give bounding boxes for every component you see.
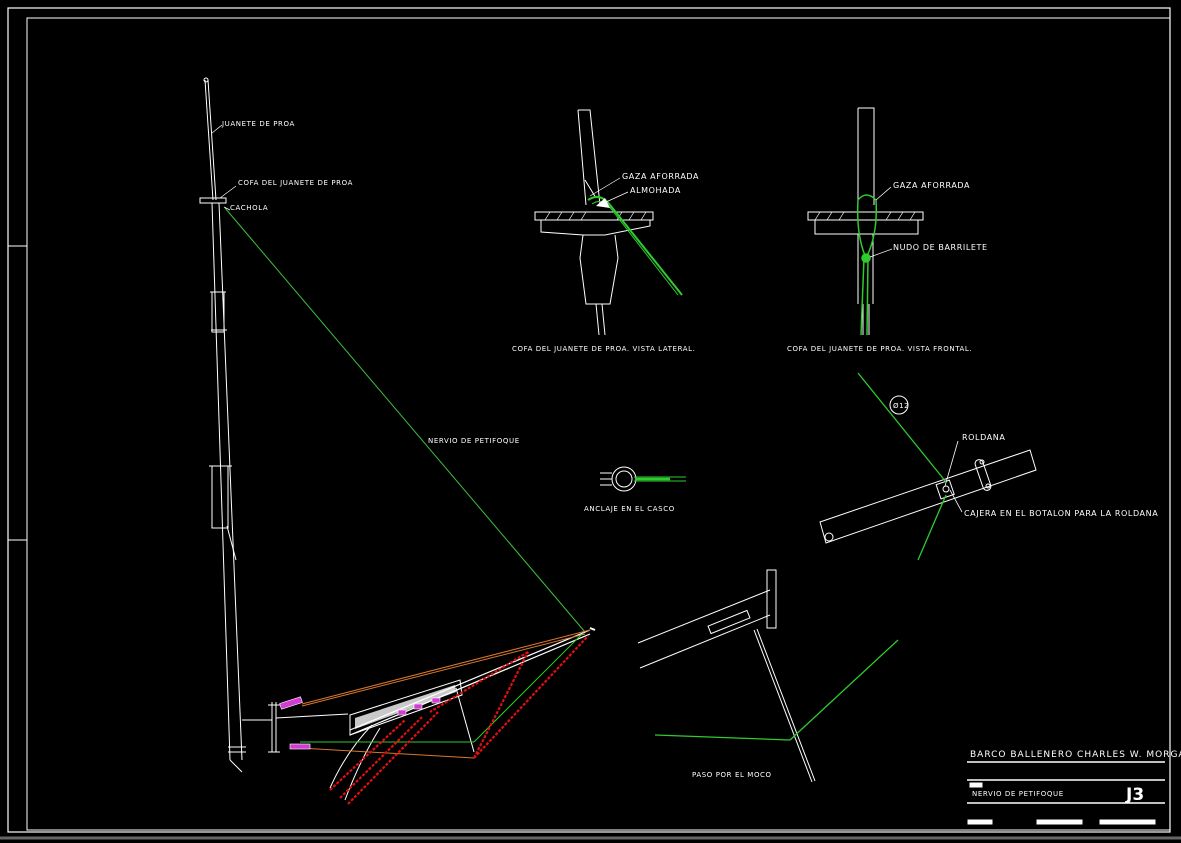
paso-moco-detail	[637, 569, 816, 783]
red-stays	[329, 635, 589, 805]
lateral-hatch	[544, 211, 647, 221]
almohada-label: ALMOHADA	[630, 186, 681, 195]
tackle-blocks	[279, 696, 441, 750]
size-mark-circle	[889, 395, 909, 415]
anclaje-caption: ANCLAJE EN EL CASCO	[584, 505, 675, 513]
paso-moco-rope	[654, 639, 899, 741]
bowsprit-drawing	[329, 627, 596, 801]
size-mark-label: Ø12	[893, 402, 909, 410]
cofa-lateral-view	[534, 109, 654, 336]
juanete-label: JUANETE DE PROA	[221, 120, 295, 128]
roldana-rope	[857, 372, 947, 561]
nervio-label: NERVIO DE PETIFOQUE	[428, 437, 520, 445]
anclaje-detail	[600, 466, 637, 492]
roldana-label: ROLDANA	[962, 433, 1005, 442]
cachola-label: CACHOLA	[230, 204, 268, 212]
mast-drawing	[199, 77, 349, 773]
nervio-stay-line	[224, 207, 586, 633]
vista-lateral-caption: COFA DEL JUANETE DE PROA. VISTA LATERAL.	[512, 345, 695, 353]
cajera-label: CAJERA EN EL BOTALON PARA LA ROLDANA	[964, 509, 1158, 518]
drawing-title: NERVIO DE PETIFOQUE	[972, 790, 1064, 798]
sheet-number: J3	[1125, 785, 1144, 805]
nudo-barrilete-label: NUDO DE BARRILETE	[893, 243, 988, 252]
anclaje-rope	[634, 476, 686, 482]
frontal-rope	[856, 194, 878, 336]
paso-moco-caption: PASO POR EL MOCO	[692, 771, 772, 779]
cofa-juanete-label: COFA DEL JUANETE DE PROA	[238, 179, 353, 187]
roldana-boom	[819, 449, 1037, 544]
title-block	[967, 761, 1165, 825]
label-leaders	[211, 124, 893, 258]
vista-frontal-caption: COFA DEL JUANETE DE PROA. VISTA FRONTAL.	[787, 345, 972, 353]
lateral-rope	[587, 195, 683, 296]
ship-title: BARCO BALLENERO CHARLES W. MORGAN	[970, 750, 1181, 760]
roldana-leaders	[944, 440, 963, 513]
gaza-aforrada-frontal-label: GAZA AFORRADA	[893, 181, 970, 190]
gaza-aforrada-lateral-label: GAZA AFORRADA	[622, 172, 699, 181]
cofa-frontal-view	[807, 107, 924, 335]
frontal-hatch	[814, 211, 916, 221]
drawing-frame	[0, 7, 1181, 840]
